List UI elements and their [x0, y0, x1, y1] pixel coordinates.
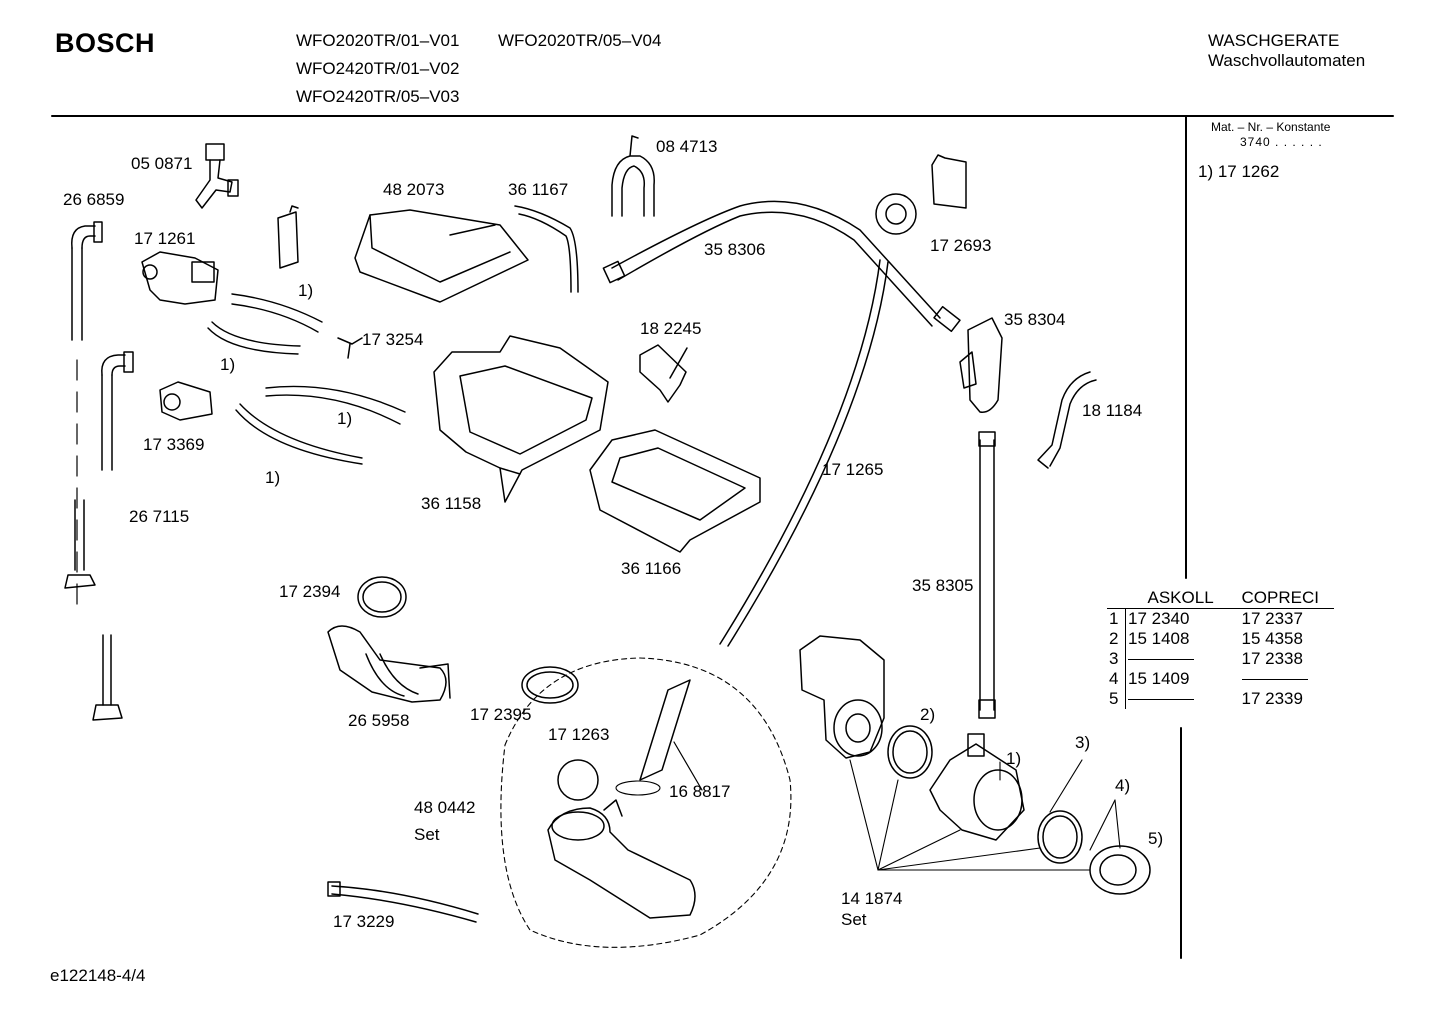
- ref-3: 3): [1075, 733, 1091, 752]
- label-050871: 05 0871: [131, 154, 193, 173]
- pipe-part: [514, 205, 579, 293]
- label-358306: 35 8306: [704, 240, 766, 259]
- ref-1-b: 1): [220, 355, 236, 374]
- pump-part: [799, 635, 885, 759]
- pressure-switch-part: [875, 154, 967, 235]
- label-168817: 16 8817: [669, 782, 731, 801]
- label-171261: 17 1261: [134, 229, 196, 248]
- label-171265: 17 1265: [822, 460, 884, 479]
- header-askoll: ASKOLL: [1125, 588, 1232, 609]
- vertical-hose-part: [979, 439, 995, 711]
- ref-4: 4): [1115, 776, 1131, 795]
- label-card-part: [277, 205, 299, 269]
- ball-part: [557, 759, 599, 801]
- header-copreci: COPRECI: [1231, 588, 1334, 609]
- label-358305: 35 8305: [912, 576, 974, 595]
- no-part-dash: [1128, 659, 1194, 661]
- chamber-part: [959, 317, 1003, 413]
- filter-cap-part: [1089, 845, 1151, 895]
- table-row: 2 15 1408 15 4358: [1107, 629, 1303, 649]
- drawer-part: [589, 429, 761, 553]
- table-row: 3 17 2338: [1107, 649, 1303, 669]
- ref-5: 5): [1148, 829, 1164, 848]
- t-piece-part: [337, 337, 363, 359]
- label-482073: 48 2073: [383, 180, 445, 199]
- label-480442-set: Set: [414, 825, 440, 844]
- category-subtitle: Waschvollautomaten: [1208, 51, 1366, 70]
- short-hose-part: [331, 885, 479, 923]
- brand-logo: BOSCH: [55, 28, 156, 58]
- set-outline: [500, 657, 792, 948]
- label-172395: 17 2395: [470, 705, 532, 724]
- no-part-dash: [1128, 699, 1194, 701]
- filter-ring-part: [1037, 810, 1083, 864]
- mat-nr-value: 3740 . . . . . .: [1240, 135, 1323, 149]
- inlet-hose-part: [64, 221, 134, 721]
- label-480442: 48 0442: [414, 798, 476, 817]
- label-266859: 26 6859: [63, 190, 125, 209]
- housing-part: [433, 335, 609, 503]
- label-361167: 36 1167: [508, 180, 569, 199]
- model-code-2: WFO2020TR/05–V04: [498, 31, 662, 50]
- label-267115: 26 7115: [129, 507, 190, 526]
- pump-ring-part: [887, 725, 933, 779]
- clip-part: [639, 344, 687, 403]
- label-358304: 35 8304: [1004, 310, 1066, 329]
- ref-2: 2): [920, 705, 936, 724]
- seal-ring-part-2: [521, 666, 579, 704]
- ref-1-d: 1): [265, 468, 281, 487]
- variant-parts-table: ASKOLL COPRECI 1 17 2340 17 2337 2 15 14…: [1107, 588, 1334, 709]
- drawing-code: e122148-4/4: [50, 966, 146, 985]
- label-173369: 17 3369: [143, 435, 205, 454]
- category-title: WASCHGERATE: [1208, 31, 1340, 50]
- label-182245: 18 2245: [640, 319, 702, 338]
- model-code-4: WFO2420TR/05–V03: [296, 87, 460, 106]
- bellows-part: [327, 625, 451, 703]
- label-172693: 17 2693: [930, 236, 992, 255]
- y-connector-part: [195, 143, 239, 209]
- label-171263: 17 1263: [548, 725, 610, 744]
- ref-1-e: 1): [1006, 749, 1022, 768]
- label-172394: 17 2394: [279, 582, 341, 601]
- label-181184: 18 1184: [1082, 401, 1143, 420]
- table-row: 1 17 2340 17 2337: [1107, 608, 1303, 629]
- bracket-part: [611, 135, 655, 217]
- ref-1-c: 1): [337, 409, 353, 428]
- footnote-1: 1) 17 1262: [1198, 162, 1280, 181]
- label-173229: 17 3229: [333, 912, 395, 931]
- long-hose-part: [611, 200, 941, 327]
- label-084713: 08 4713: [656, 137, 718, 156]
- label-361166: 36 1166: [621, 559, 682, 578]
- label-173254: 17 3254: [362, 330, 424, 349]
- ref-1-a: 1): [298, 281, 314, 300]
- thin-tube-part: [719, 259, 889, 647]
- rod-part: [639, 679, 691, 781]
- model-code-3: WFO2420TR/01–V02: [296, 59, 460, 78]
- table-row: 5 17 2339: [1107, 689, 1303, 709]
- label-361158: 36 1158: [421, 494, 482, 513]
- label-141874: 14 1874: [841, 889, 903, 908]
- seal-ring-part-1: [357, 576, 407, 618]
- model-code-1: WFO2020TR/01–V01: [296, 31, 460, 50]
- valve-small-part: [159, 381, 213, 421]
- sump-part: [547, 799, 696, 919]
- hook-pipe-part: [1037, 371, 1097, 469]
- hoses-part: [207, 293, 406, 465]
- filter-housing-part: [929, 733, 1025, 841]
- tray-part: [354, 209, 529, 303]
- label-141874-set: Set: [841, 910, 867, 929]
- table-header-row: ASKOLL COPRECI: [1107, 588, 1334, 609]
- table-row: 4 15 1409: [1107, 669, 1334, 689]
- leader-lines: [849, 759, 1121, 871]
- inlet-valve-part: [141, 251, 219, 305]
- mat-nr-label: Mat. – Nr. – Konstante: [1211, 120, 1331, 134]
- label-265958: 26 5958: [348, 711, 410, 730]
- no-part-dash: [1241, 679, 1308, 681]
